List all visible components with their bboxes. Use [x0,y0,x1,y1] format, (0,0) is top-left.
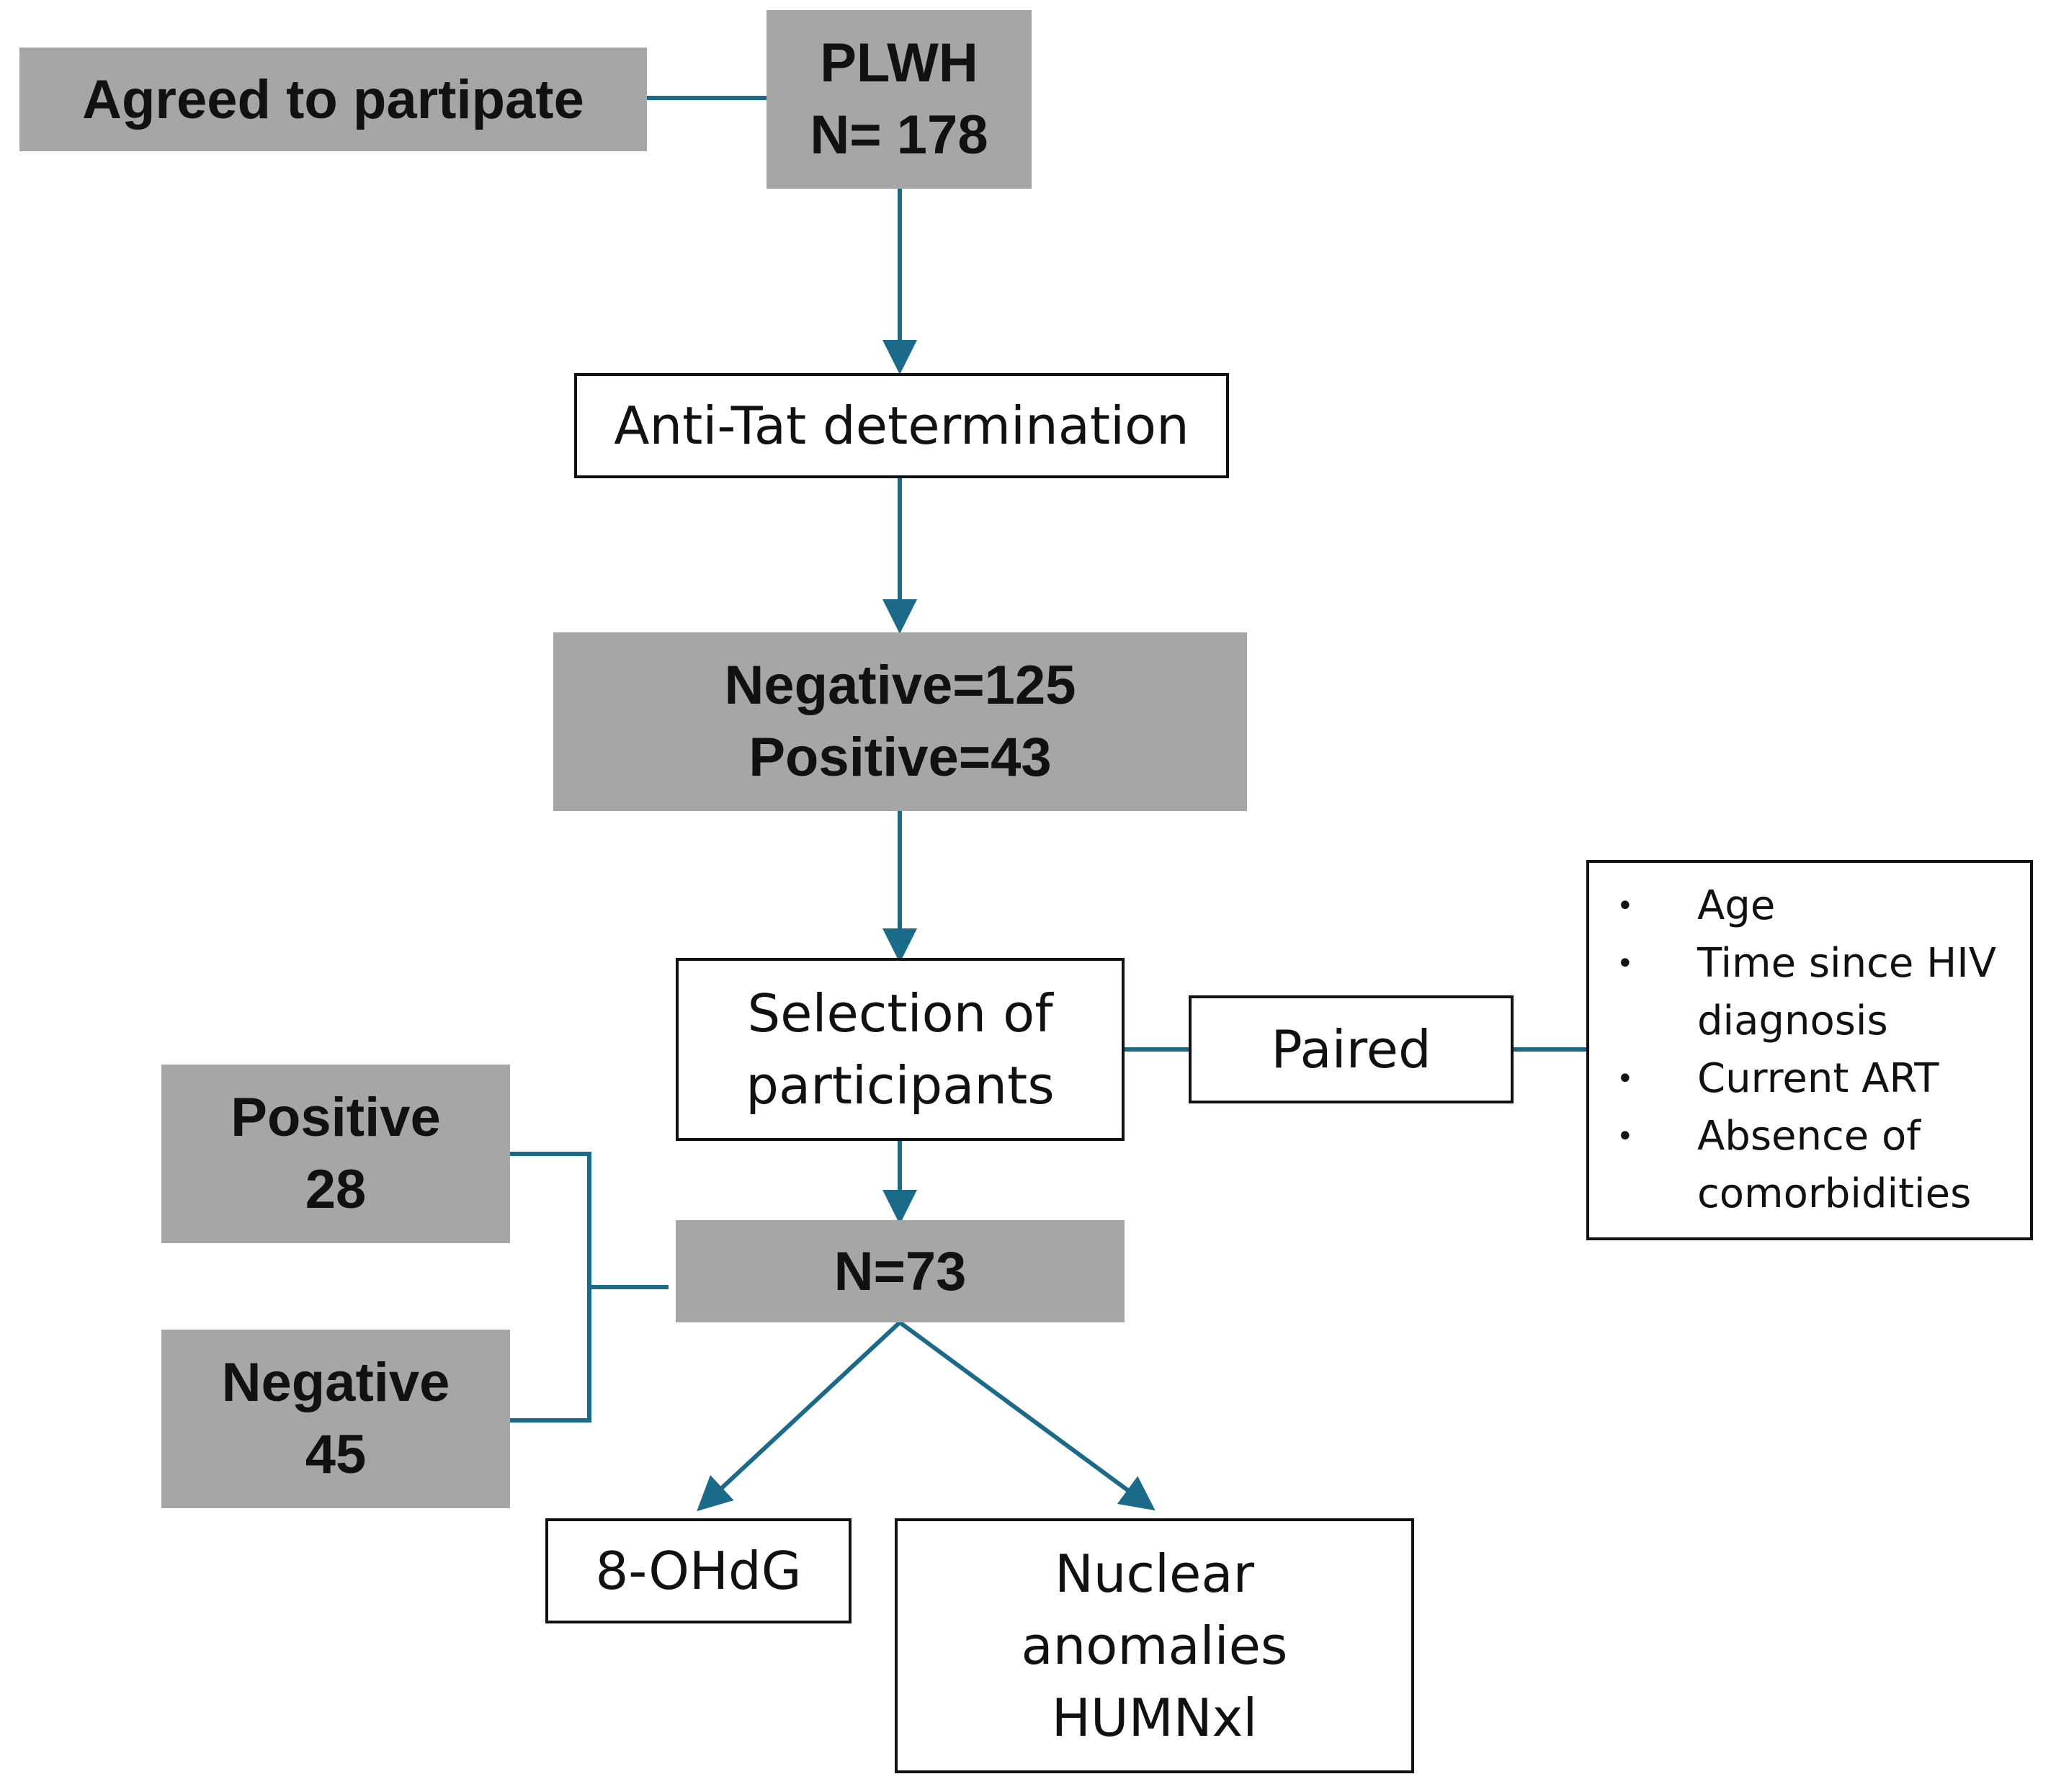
criteria-item: • Time since HIV diagnosis [1589,935,2030,1050]
nuclear-line-1: Nuclear [1054,1544,1255,1604]
negative-group-count: 45 [305,1424,367,1485]
positive-group-box: Positive 28 [161,1065,510,1243]
paired-label: Paired [1271,1019,1431,1080]
ohdg-box: 8-OHdG [545,1518,852,1623]
agreed-to-participate-box: Agreed to partipate [19,48,647,151]
bullet-icon: • [1617,1062,1634,1096]
agreed-label: Agreed to partipate [82,68,584,130]
plwh-label: PLWH [820,32,978,94]
criteria-item-label: Age [1697,882,1776,929]
positive-group-label: Positive [231,1087,441,1148]
negative-group-label: Negative [221,1352,450,1413]
bullet-icon: • [1617,1120,1634,1153]
bracket-positive-negative [510,1152,591,1423]
nuclear-line-2: anomalies [1021,1616,1288,1676]
n73-label: N=73 [833,1240,967,1302]
nuclear-line-3: HUMNxl [1051,1688,1258,1748]
anti-tat-label: Anti-Tat determination [614,395,1189,456]
selection-line-2: participants [746,1055,1055,1116]
arrow-n73-to-nuclear [898,1320,1156,1511]
criteria-item: • Age [1589,877,2030,935]
n73-box: N=73 [676,1220,1125,1322]
criteria-item: • Current ART [1589,1050,2030,1108]
criteria-item: • Absence of comorbidities [1589,1108,2030,1223]
selection-of-participants-box: Selection of participants [676,958,1125,1141]
bullet-icon: • [1617,890,1634,923]
plwh-box: PLWH N= 178 [766,10,1032,189]
plwh-count: N= 178 [810,104,988,166]
positive-count: Positive=43 [748,727,1052,788]
pairing-criteria-box: • Age • Time since HIV diagnosis • Curre… [1586,860,2033,1240]
paired-box: Paired [1189,995,1514,1103]
anti-tat-determination-box: Anti-Tat determination [574,373,1229,478]
anti-tat-results-box: Negative=125 Positive=43 [553,632,1247,811]
negative-count: Negative=125 [724,655,1076,716]
arrow-n73-to-ohdg [697,1320,902,1512]
nuclear-anomalies-box: Nuclear anomalies HUMNxl [895,1518,1414,1773]
pairing-criteria-list: • Age • Time since HIV diagnosis • Curre… [1589,877,2030,1223]
criteria-item-label: Absence of comorbidities [1697,1113,1972,1217]
negative-group-box: Negative 45 [161,1330,510,1508]
criteria-item-label: Current ART [1697,1055,1939,1102]
bullet-icon: • [1617,947,1634,980]
ohdg-label: 8-OHdG [595,1541,802,1601]
selection-line-1: Selection of [747,983,1053,1044]
positive-group-count: 28 [305,1159,367,1220]
criteria-item-label: Time since HIV diagnosis [1697,940,1997,1044]
